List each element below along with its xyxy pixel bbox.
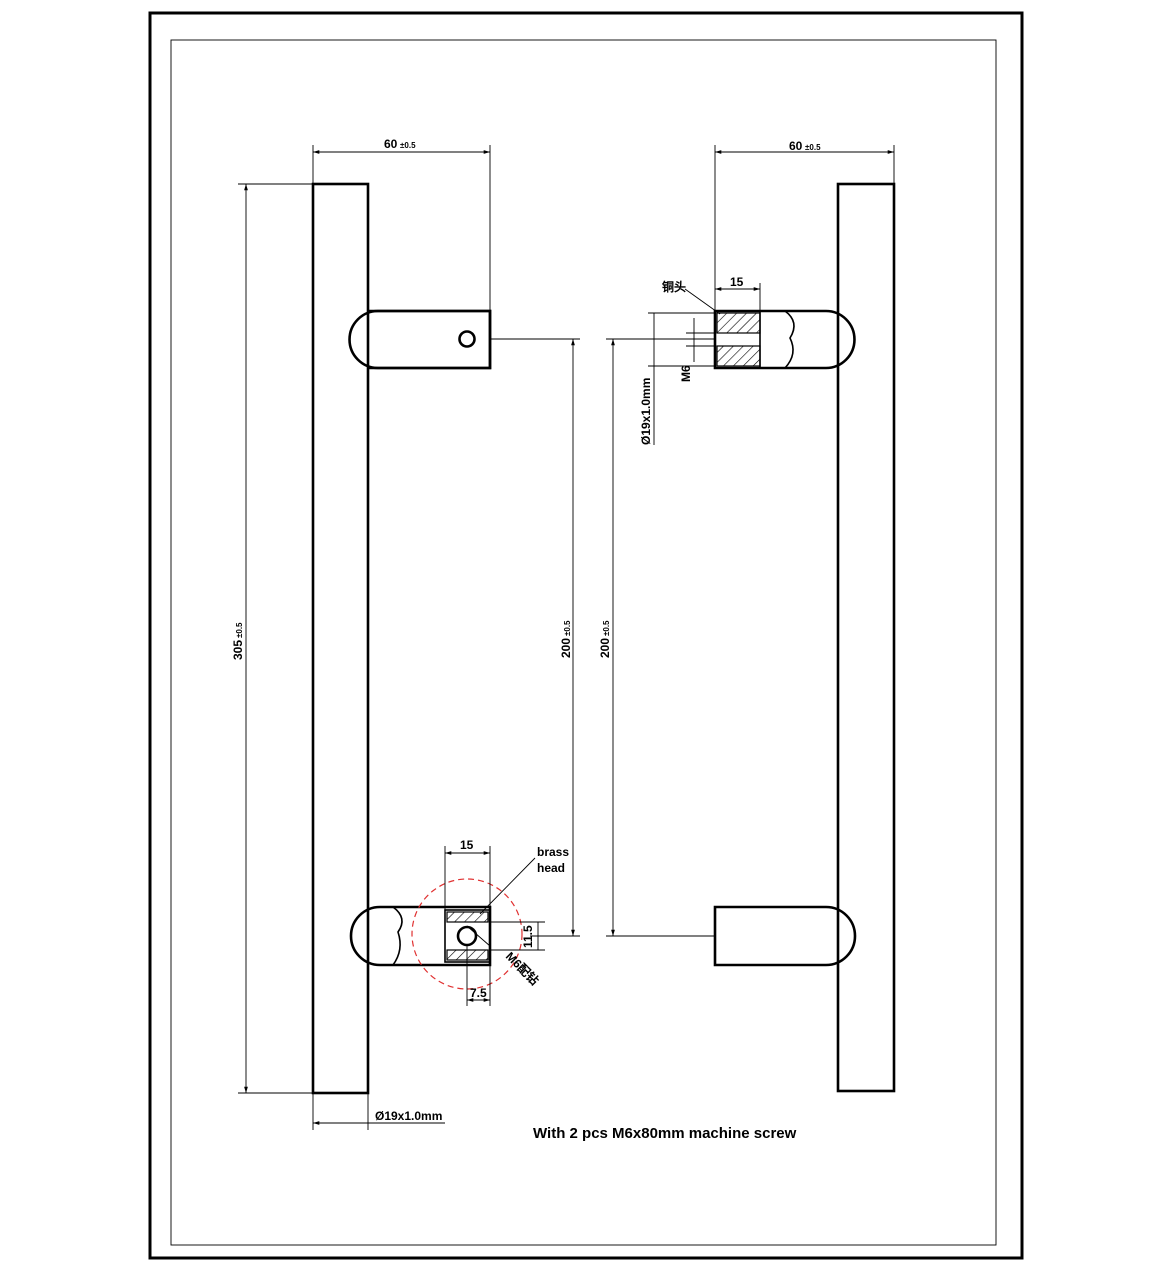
right-dim-head: 15 (730, 275, 744, 289)
left-dim-head: 15 (460, 838, 474, 852)
right-dim-center: 200 (598, 638, 612, 658)
left-dim-width-tol: ±0.5 (400, 141, 416, 150)
right-dim-width-tol: ±0.5 (805, 143, 821, 152)
label-copper-head: 铜头 (662, 279, 686, 294)
inner-frame (170, 39, 997, 1246)
left-top-hole (458, 330, 476, 348)
right-handle-view: 60 ±0.5 15 铜头 M6 Ø19x1.0mm 200 ±0.5 (598, 139, 896, 1093)
left-main-bar (311, 182, 370, 1095)
right-main-bar (836, 182, 896, 1093)
right-dim-center-tol: ±0.5 (602, 620, 611, 636)
right-bottom-standoff (713, 905, 857, 967)
left-handle-view: 60 ±0.5 305 ±0.5 200 ±0.5 15 brass head (231, 137, 580, 1130)
right-tube-spec: Ø19x1.0mm (639, 378, 653, 445)
right-thread: M6 (679, 365, 693, 382)
label-brass: brass (537, 845, 569, 859)
detail-circle (411, 878, 523, 990)
left-tube-spec: Ø19x1.0mm (375, 1109, 442, 1123)
left-dim-center: 200 (559, 638, 573, 658)
left-dim-center-tol: ±0.5 (563, 620, 572, 636)
left-dim-height-tol: ±0.5 (235, 622, 244, 638)
right-top-standoff (713, 309, 856, 370)
outer-frame (148, 11, 1024, 1260)
left-top-standoff (368, 309, 492, 370)
label-head: head (537, 861, 565, 875)
left-dim-hole: 11.5 (521, 925, 535, 948)
left-dim-offset: 7.5 (470, 986, 487, 1000)
right-dim-width: 60 (789, 139, 803, 153)
machine-screw-note: With 2 pcs M6x80mm machine screw (533, 1125, 797, 1142)
label-thread: M6配钻 (503, 949, 542, 988)
left-bottom-standoff (349, 905, 492, 967)
left-dim-height: 305 (231, 640, 245, 660)
left-bottom-hole (456, 925, 478, 947)
left-dim-width: 60 (384, 137, 398, 151)
